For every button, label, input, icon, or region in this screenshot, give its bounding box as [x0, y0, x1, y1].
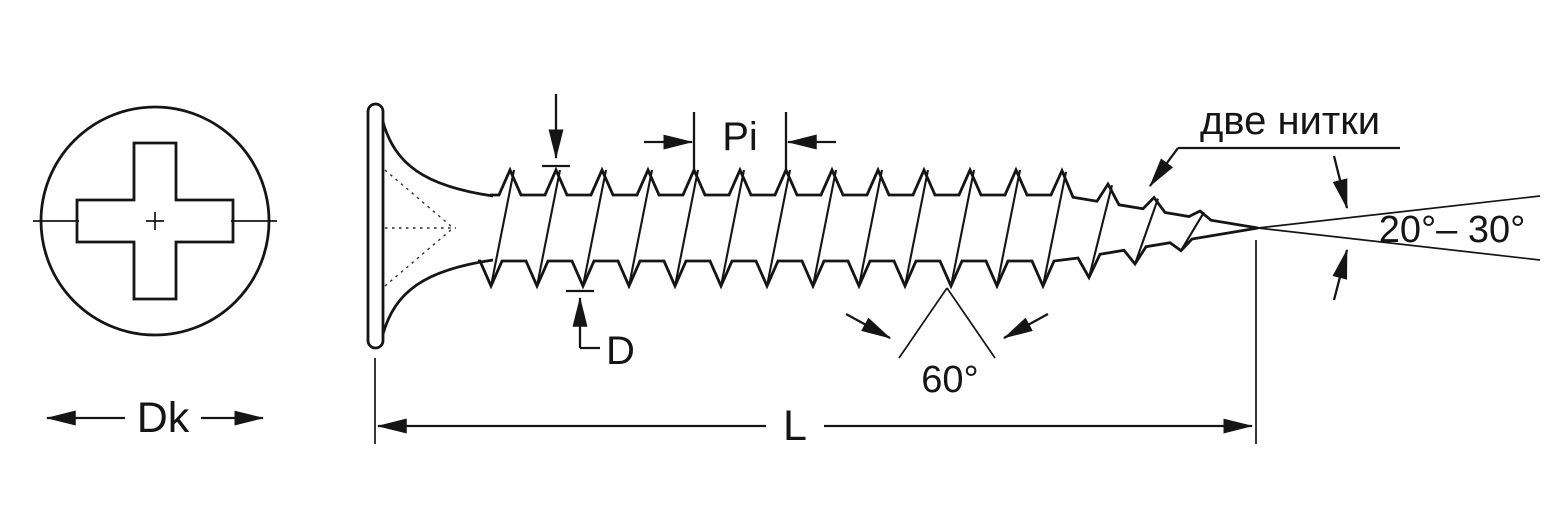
tip-angle-line-upper: [1257, 195, 1541, 229]
recess-hidden-line-bottom: [384, 228, 453, 287]
thread-helix-line: [949, 169, 976, 287]
thread-helix-line: [581, 169, 608, 287]
double-thread-arrow: [1149, 147, 1179, 188]
label-head-diameter: Dk: [137, 394, 190, 442]
thread-helix-line: [857, 169, 884, 287]
tip-angle-dimension: 20°– 30°: [1257, 155, 1541, 301]
thread-profile: [478, 166, 1259, 290]
thread-helix-line: [1180, 211, 1205, 252]
thread-helix-line: [673, 169, 700, 287]
screw-head-top-view: [33, 105, 277, 337]
thread-helix-line: [811, 169, 838, 287]
label-point-angle: 20°– 30°: [1379, 209, 1526, 251]
phillips-recess-icon: [75, 141, 235, 301]
pitch-dimension: Pi: [644, 112, 836, 174]
flank-angle-line-left: [898, 287, 948, 359]
screw-head-profile: [366, 102, 494, 350]
label-pitch: Pi: [722, 115, 758, 159]
thread-outline-top: [490, 166, 1259, 230]
thread-helix-line: [489, 169, 516, 287]
thread-helix-line: [765, 169, 792, 287]
thread-helix-line: [535, 169, 562, 287]
screw-side-view: [366, 102, 1259, 350]
two-threads-callout: две нитки: [1149, 99, 1400, 188]
thread-angle-dimension: 60°: [845, 287, 1049, 401]
flank-angle-line-right: [946, 287, 996, 359]
thread-helix-line: [903, 169, 930, 287]
tip-angle-line-lower: [1257, 227, 1541, 261]
flank-angle-arrow-left: [845, 312, 892, 340]
head-diameter-dimension: Dk: [45, 394, 265, 442]
thread-helix-line: [995, 169, 1022, 287]
thread-helix-line: [1041, 171, 1068, 287]
length-dimension: L: [374, 240, 1257, 450]
thread-helix-lines: [489, 169, 1205, 287]
label-diameter: D: [606, 329, 635, 373]
label-length: L: [783, 402, 807, 450]
head-bugle-bottom: [381, 258, 494, 335]
flank-angle-arrow-right: [1002, 312, 1049, 340]
crest-indicator: [542, 94, 570, 168]
tip-angle-arrow-upper: [1332, 155, 1349, 210]
thread-helix-line: [719, 169, 746, 287]
head-bugle-top: [381, 121, 494, 198]
label-double-thread: две нитки: [1200, 99, 1380, 143]
tip-angle-arrow-lower: [1332, 248, 1349, 301]
label-flank-angle: 60°: [921, 359, 978, 401]
diameter-dimension: D: [566, 289, 635, 373]
recess-hidden-line-top: [384, 169, 453, 228]
thread-helix-line: [627, 169, 654, 287]
thread-helix-line: [1087, 184, 1114, 278]
thread-helix-line: [1134, 198, 1159, 265]
head-face: [366, 102, 385, 350]
